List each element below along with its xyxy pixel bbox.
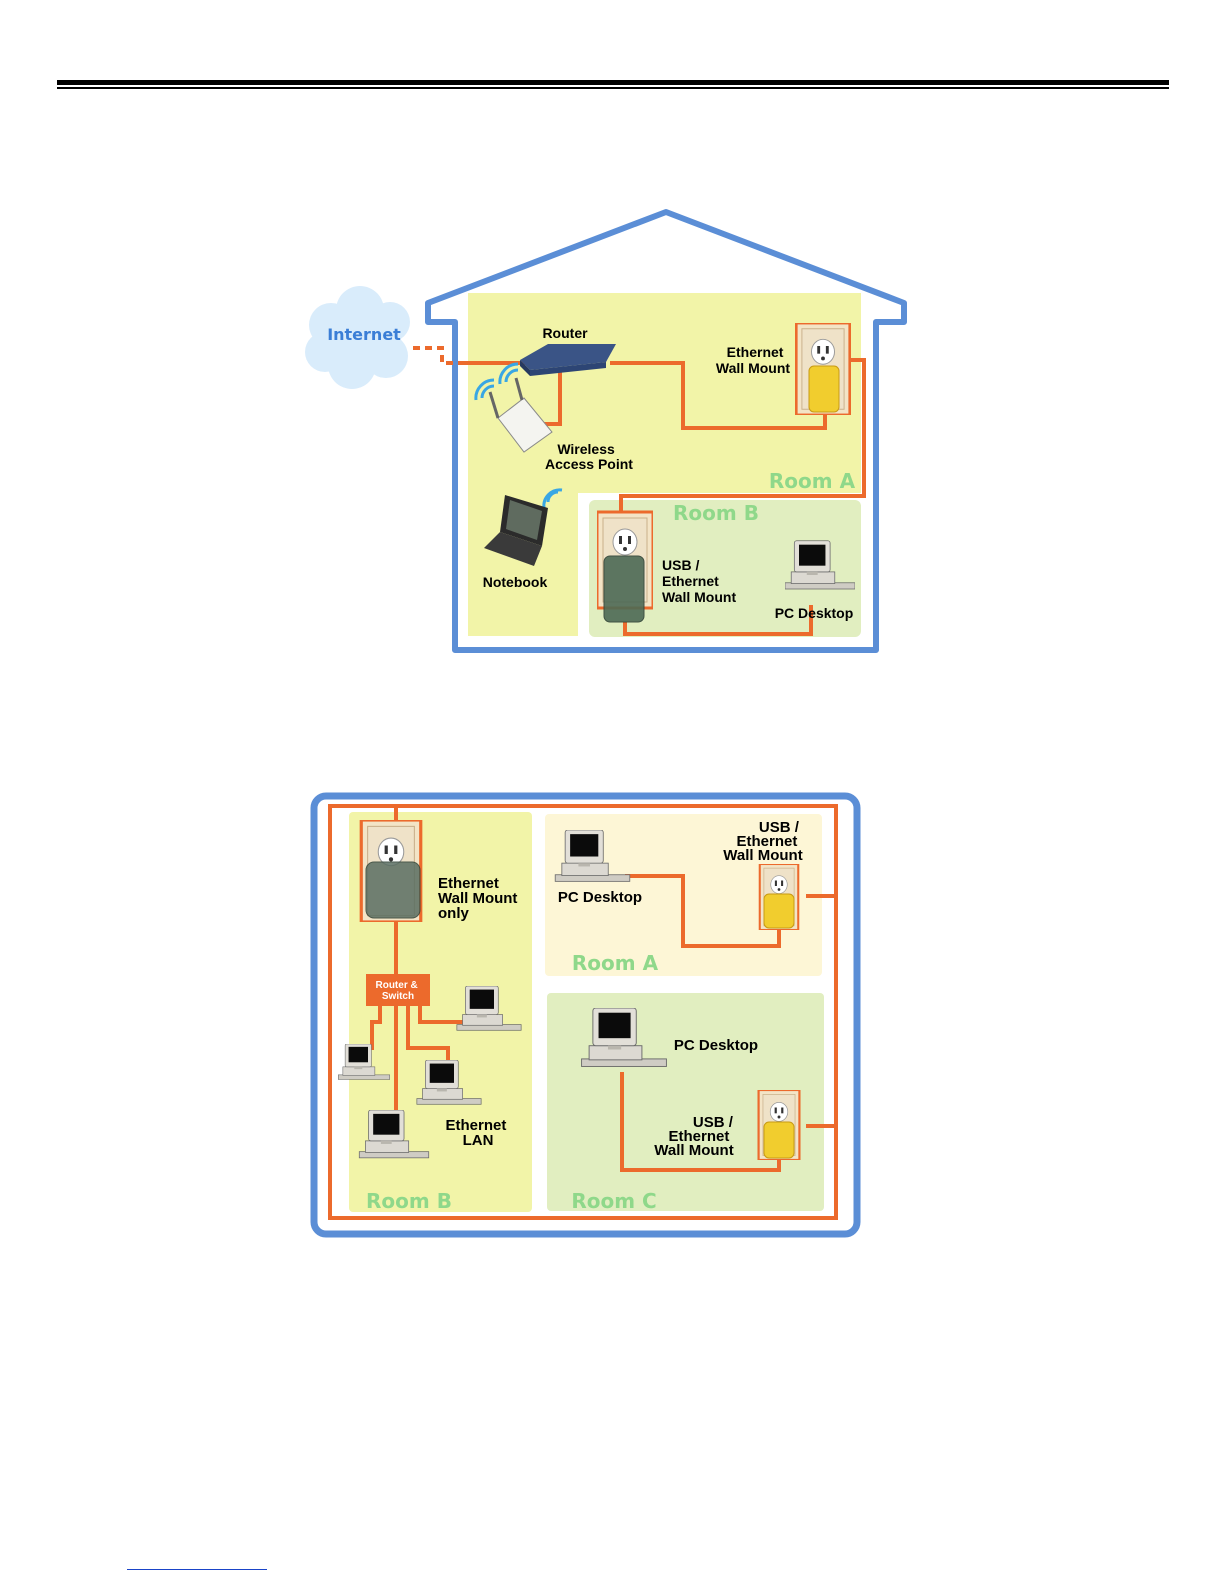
ethernet-wall-mount-device-icon (796, 323, 850, 415)
pc-desktop-c-label: PC Desktop (674, 1037, 758, 1054)
ethernet-wall-mount-label: Ethernet Wall Mount (716, 344, 790, 376)
pc-desktop-a-label: PC Desktop (558, 889, 642, 906)
usb-ethernet-wall-mount-a-device-icon (760, 864, 799, 930)
diagram-floorplan: Router & Switch Ethernet Wall Mount only… (314, 796, 857, 1234)
diagram-house: Internet (305, 212, 904, 650)
ethernet-wall-mount-only-device-icon (361, 820, 421, 922)
room-a-label: Room A (769, 469, 856, 493)
footer-link-underline (127, 1569, 267, 1570)
usb-ethernet-wall-mount-c-device-icon (759, 1090, 800, 1160)
router-label: Router (542, 325, 588, 341)
room-a-label: Room A (572, 951, 659, 975)
internet-cloud: Internet (305, 286, 410, 389)
router-switch-label: Router & Switch (375, 980, 420, 1002)
room-b-label: Room B (366, 1189, 452, 1213)
internet-label: Internet (327, 325, 401, 344)
room-b-label: Room B (673, 501, 759, 525)
usb-ethernet-wall-mount-device-icon (597, 512, 653, 622)
pc-desktop-label: PC Desktop (775, 605, 854, 621)
room-c-label: Room C (571, 1189, 656, 1213)
notebook-label: Notebook (483, 574, 548, 590)
